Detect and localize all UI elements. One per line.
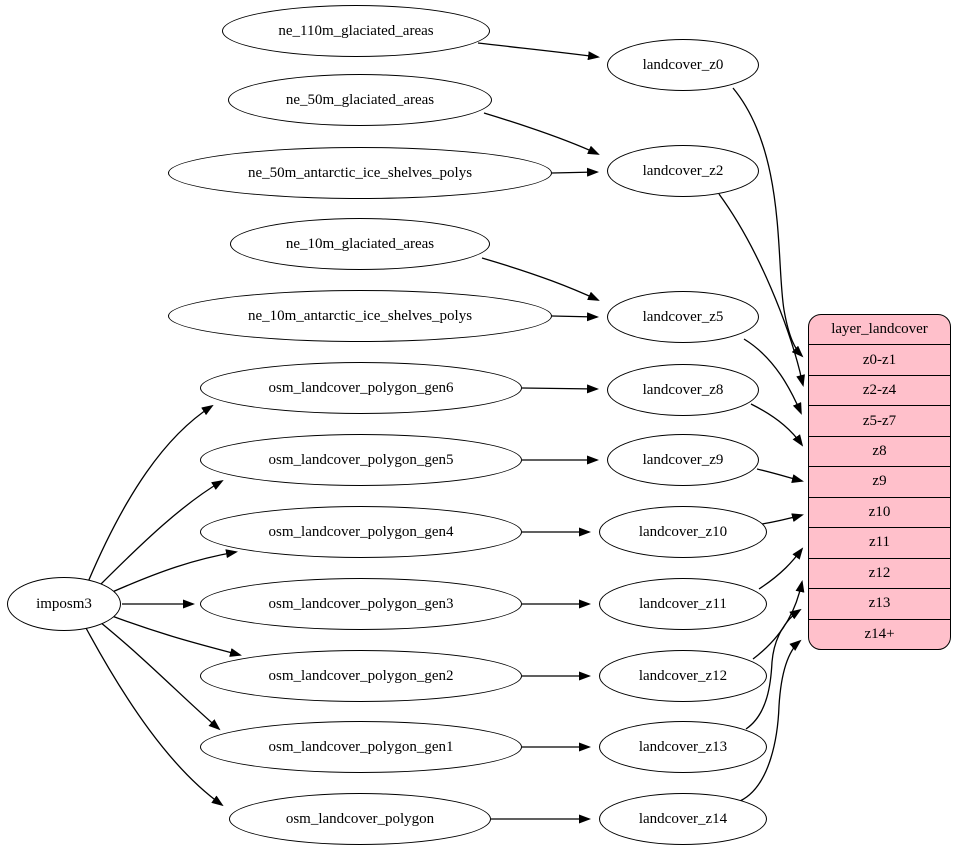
node-landcover-z14: landcover_z14	[599, 793, 767, 845]
node-osm-landcover-polygon-gen1: osm_landcover_polygon_gen1	[200, 721, 522, 773]
layer-table-row-z14plus: z14+	[809, 618, 950, 649]
node-osm-landcover-polygon-gen5: osm_landcover_polygon_gen5	[200, 434, 522, 486]
layer-table-row-z5-z7: z5-z7	[809, 405, 950, 435]
layer-table-row-z13: z13	[809, 588, 950, 618]
node-landcover-z11: landcover_z11	[599, 578, 767, 630]
node-osm-landcover-polygon-gen2: osm_landcover_polygon_gen2	[200, 650, 522, 702]
layer-table-row-z2-z4: z2-z4	[809, 374, 950, 405]
node-landcover-z0: landcover_z0	[607, 39, 759, 91]
layer-table-row-z10: z10	[809, 496, 950, 527]
layer-table-row-z0-z1: z0-z1	[809, 344, 950, 374]
layer-landcover-table: layer_landcover z0-z1 z2-z4 z5-z7 z8 z9 …	[808, 314, 951, 650]
node-osm-landcover-polygon-gen3: osm_landcover_polygon_gen3	[200, 578, 522, 630]
node-ne-110m-glaciated-areas: ne_110m_glaciated_areas	[222, 5, 490, 57]
node-landcover-z12: landcover_z12	[599, 650, 767, 702]
node-landcover-z2: landcover_z2	[607, 145, 759, 197]
layer-table-row-z11: z11	[809, 527, 950, 557]
layer-table-row-z8: z8	[809, 435, 950, 466]
node-landcover-z9: landcover_z9	[607, 434, 759, 486]
node-osm-landcover-polygon: osm_landcover_polygon	[229, 793, 491, 845]
layer-table-row-z9: z9	[809, 466, 950, 496]
node-ne-10m-glaciated-areas: ne_10m_glaciated_areas	[230, 218, 490, 270]
node-landcover-z13: landcover_z13	[599, 721, 767, 773]
node-landcover-z8: landcover_z8	[607, 364, 759, 416]
node-imposm3: imposm3	[7, 577, 121, 631]
layer-table-row-z12: z12	[809, 557, 950, 588]
node-ne-50m-glaciated-areas: ne_50m_glaciated_areas	[228, 74, 492, 126]
node-landcover-z5: landcover_z5	[607, 291, 759, 343]
node-ne-50m-antarctic-ice-shelves-polys: ne_50m_antarctic_ice_shelves_polys	[168, 147, 552, 199]
node-osm-landcover-polygon-gen6: osm_landcover_polygon_gen6	[200, 362, 522, 414]
node-landcover-z10: landcover_z10	[599, 506, 767, 558]
node-ne-10m-antarctic-ice-shelves-polys: ne_10m_antarctic_ice_shelves_polys	[168, 290, 552, 342]
node-osm-landcover-polygon-gen4: osm_landcover_polygon_gen4	[200, 506, 522, 558]
layer-table-title: layer_landcover	[831, 321, 928, 338]
